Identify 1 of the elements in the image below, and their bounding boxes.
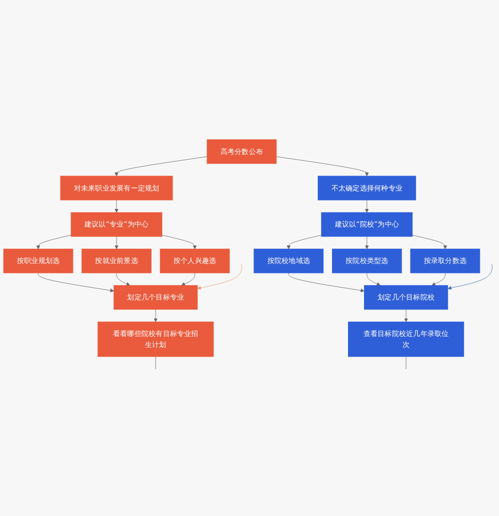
connector (155, 356, 156, 370)
